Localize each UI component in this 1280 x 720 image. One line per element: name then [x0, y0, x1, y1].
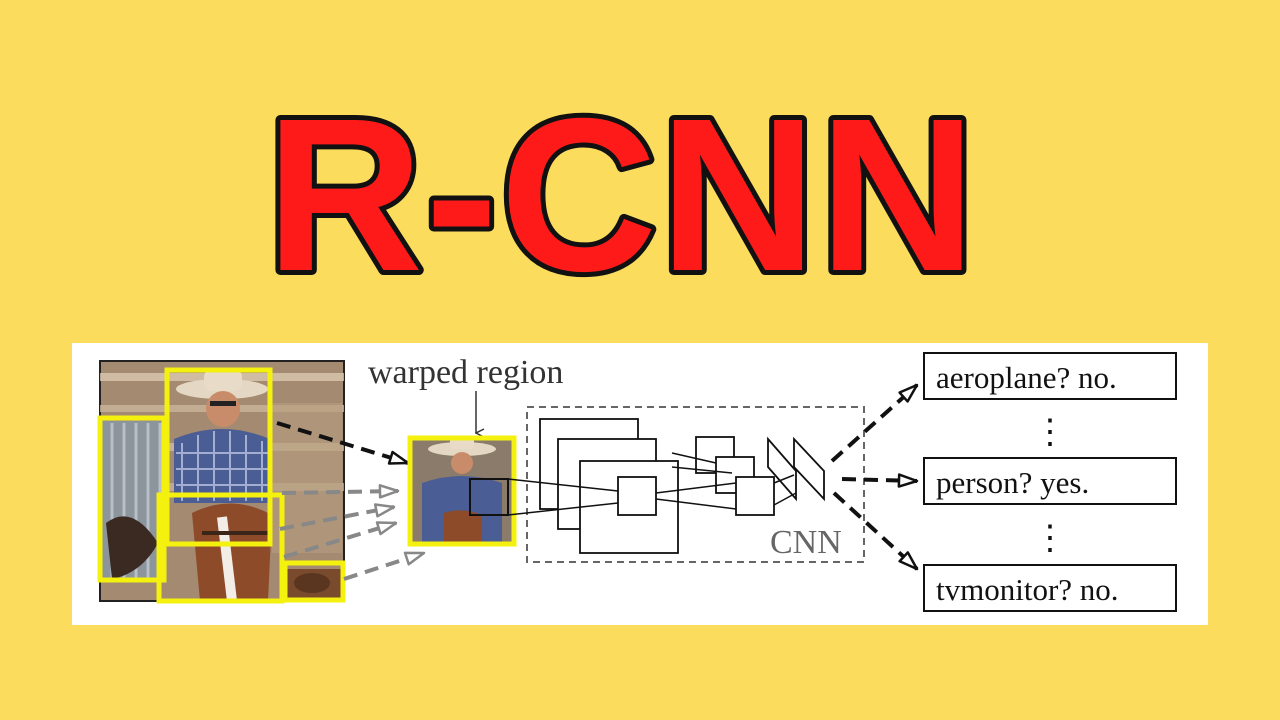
region-proposal-left	[97, 415, 167, 583]
output-ellipsis: ⋮	[1033, 520, 1067, 557]
region-proposal-person	[164, 367, 273, 547]
cnn-fc-layer	[767, 436, 797, 502]
output-aeroplane: aeroplane? no.	[923, 352, 1177, 400]
headline-svg: R-CNN	[261, 95, 981, 295]
rcnn-diagram-panel: warped region	[72, 343, 1208, 625]
headline-text: R-CNN	[266, 95, 978, 295]
cnn-label: CNN	[770, 524, 842, 561]
cnn-feature-map	[735, 476, 775, 516]
cnn-enclosure	[526, 406, 865, 563]
region-proposals	[97, 367, 346, 604]
output-tvmonitor: tvmonitor? no.	[923, 564, 1177, 612]
cnn-kernel	[617, 476, 657, 516]
output-label: tvmonitor? no.	[936, 572, 1119, 607]
output-label: aeroplane? no.	[936, 360, 1117, 395]
cnn-layers	[539, 418, 825, 554]
output-arrows	[830, 383, 919, 571]
rcnn-diagram: warped region	[97, 352, 1177, 612]
output-list: aeroplane? no. ⋮ person? yes. ⋮ tvmonito…	[923, 352, 1177, 612]
headline: R-CNN	[0, 95, 1280, 295]
region-proposal-horse	[156, 492, 285, 604]
warped-region-label: warped region	[368, 354, 563, 391]
region-proposal-small	[282, 560, 346, 603]
output-person: person? yes.	[923, 457, 1177, 505]
warped-region-image	[407, 435, 517, 547]
proposal-arrows	[276, 421, 426, 581]
output-label: person? yes.	[936, 465, 1089, 500]
cnn-fc-layer	[793, 436, 825, 502]
output-ellipsis: ⋮	[1033, 414, 1067, 451]
cnn-projection-lines	[507, 452, 797, 516]
